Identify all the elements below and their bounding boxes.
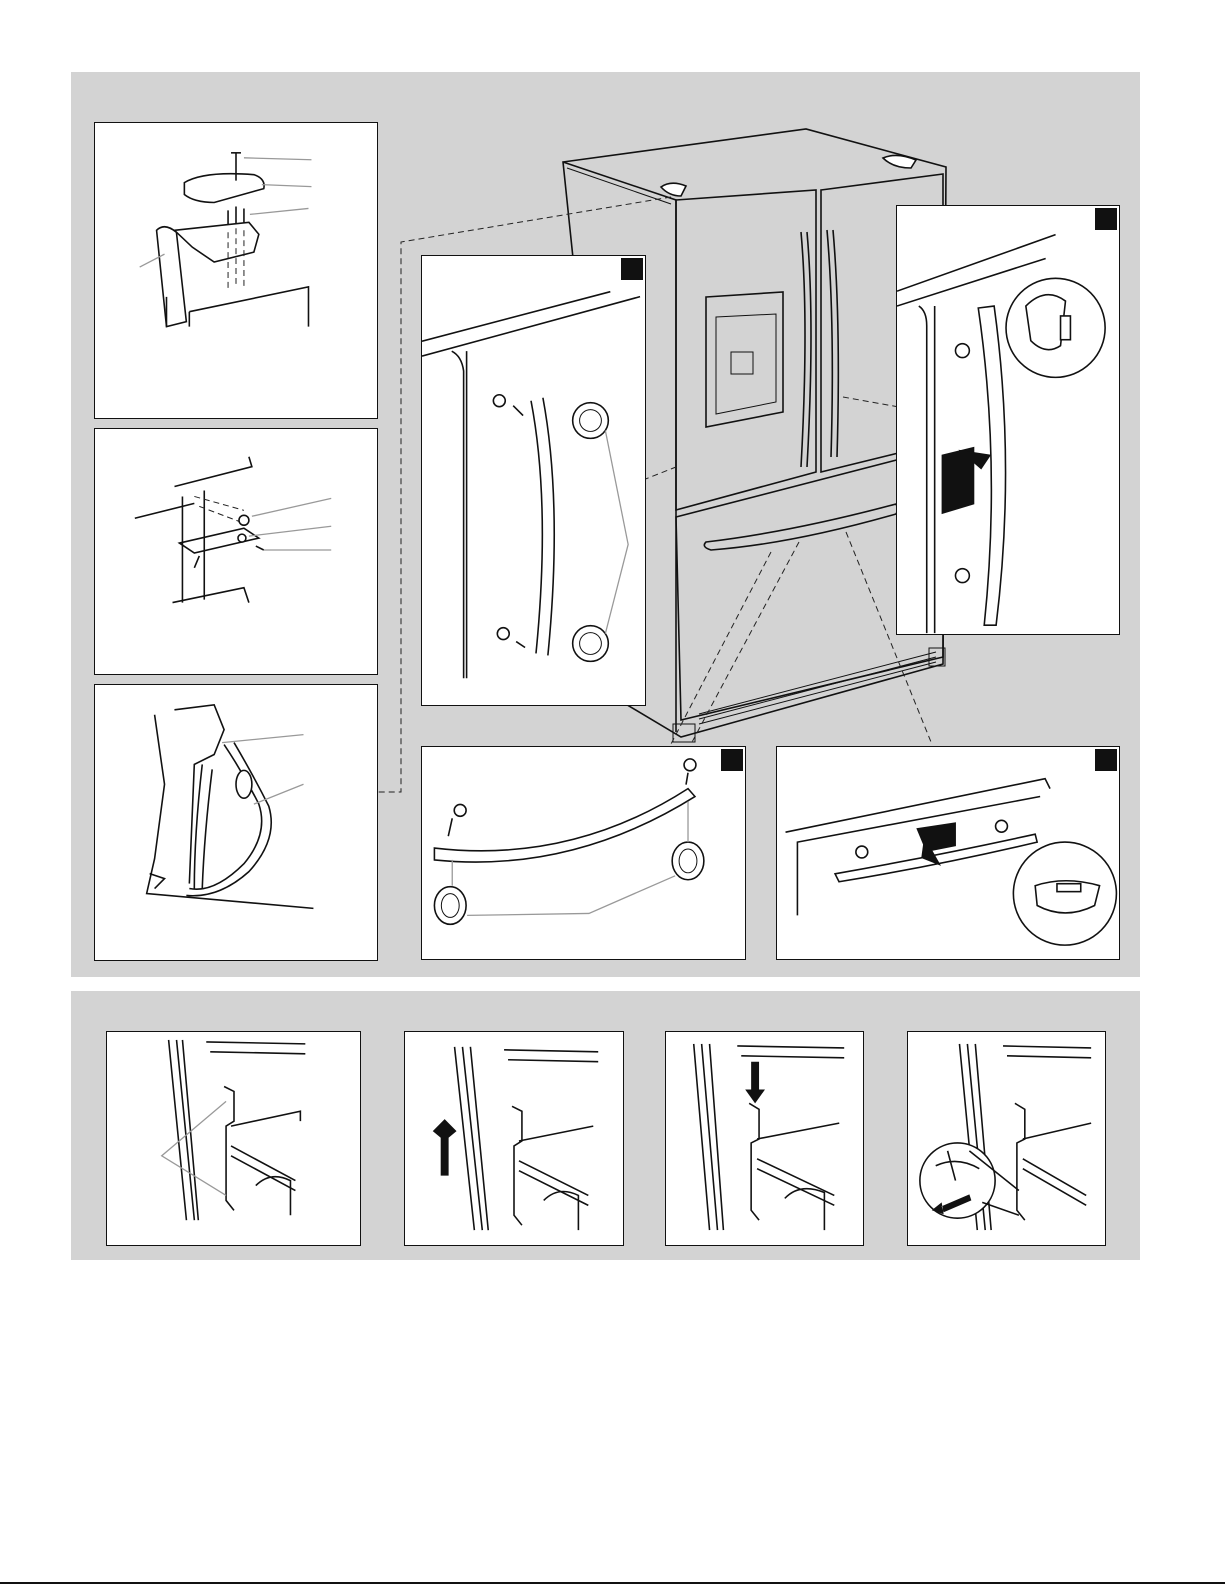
freezer-handle-install	[421, 746, 746, 960]
water-connector-illustration	[95, 685, 377, 960]
hinge-screws-illustration	[95, 123, 377, 418]
hinge-bracket-detail	[94, 428, 378, 675]
page-bottom-rule	[0, 1582, 1225, 1584]
drawer-push-down-arrow-illustration	[666, 1032, 863, 1245]
fridge-handle-setscrew	[896, 205, 1120, 635]
door-handle-mounting-illustration	[422, 256, 645, 705]
drawer-rail-callout-illustration	[107, 1032, 360, 1245]
drawer-rail-step-2	[404, 1031, 624, 1246]
freezer-handle-setscrew	[776, 746, 1120, 960]
drawer-lift-up-arrow-illustration	[405, 1032, 623, 1245]
drawer-rail-step-3	[665, 1031, 864, 1246]
fridge-handle-install	[421, 255, 646, 706]
drawer-rail-step-4	[907, 1031, 1106, 1246]
drawer-handle-setscrew-illustration	[777, 747, 1119, 959]
drawer-handle-mounting-illustration	[422, 747, 745, 959]
drawer-rail-step-1	[106, 1031, 361, 1246]
hinge-cover-detail	[94, 122, 378, 419]
water-line-detail	[94, 684, 378, 961]
handle-setscrew-allen-key-illustration	[897, 206, 1119, 634]
door-stop-screws-illustration	[95, 429, 377, 674]
drawer-release-clip-illustration	[908, 1032, 1105, 1245]
